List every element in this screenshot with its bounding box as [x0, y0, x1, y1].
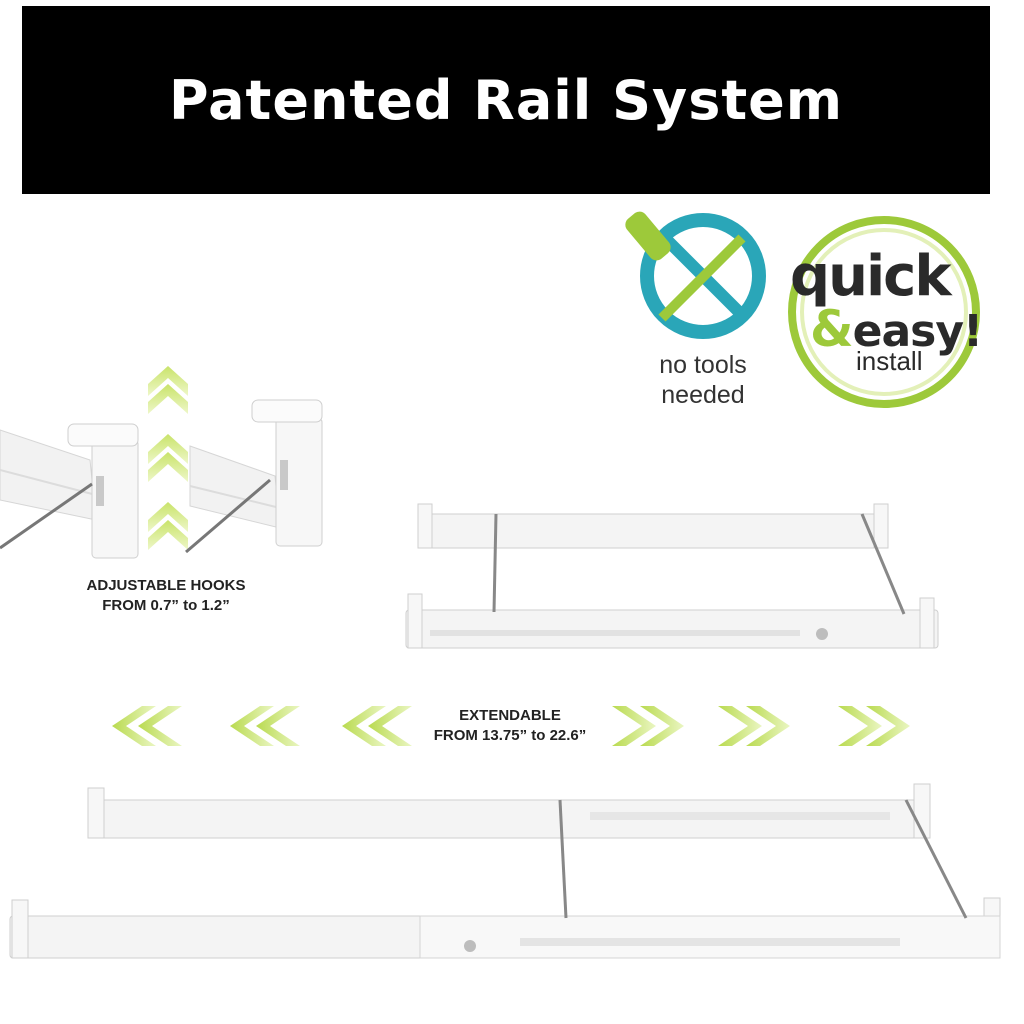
no-tools-line1: no tools: [659, 351, 747, 379]
title-banner: Patented Rail System: [22, 6, 990, 194]
extend-caption-line1: EXTENDABLE: [459, 707, 561, 724]
hooks-caption-line2: FROM 0.7” to 1.2”: [102, 597, 230, 614]
quick-easy-ring: [788, 216, 980, 408]
page-title: Patented Rail System: [168, 68, 844, 132]
up-arrows: [148, 366, 188, 550]
quick-text: quick: [790, 244, 952, 309]
quick-easy-badge: quick &easy! install: [786, 214, 986, 414]
rail-assembly-extended: [9, 783, 1001, 959]
no-tools-icon: [625, 211, 766, 339]
ampersand: &: [810, 300, 854, 358]
extendable-caption: EXTENDABLE FROM 13.75” to 22.6”: [390, 706, 630, 746]
hook-closeup-right: [185, 399, 323, 554]
adjustable-hooks-caption: ADJUSTABLE HOOKS FROM 0.7” to 1.2”: [58, 576, 274, 616]
install-text: install: [856, 346, 923, 376]
rail-assembly-compact: [405, 503, 939, 649]
easy-text: &easy!: [810, 300, 983, 358]
no-tools-line2: needed: [661, 381, 745, 409]
no-tools-badge: no tools needed: [628, 208, 778, 410]
hooks-caption-line1: ADJUSTABLE HOOKS: [86, 577, 246, 594]
extend-caption-line2: FROM 13.75” to 22.6”: [433, 727, 587, 744]
no-tools-label: no tools needed: [628, 350, 778, 410]
hook-closeup-left: [0, 423, 139, 559]
extend-arrows: [112, 706, 910, 746]
easy-word: easy!: [852, 306, 983, 357]
